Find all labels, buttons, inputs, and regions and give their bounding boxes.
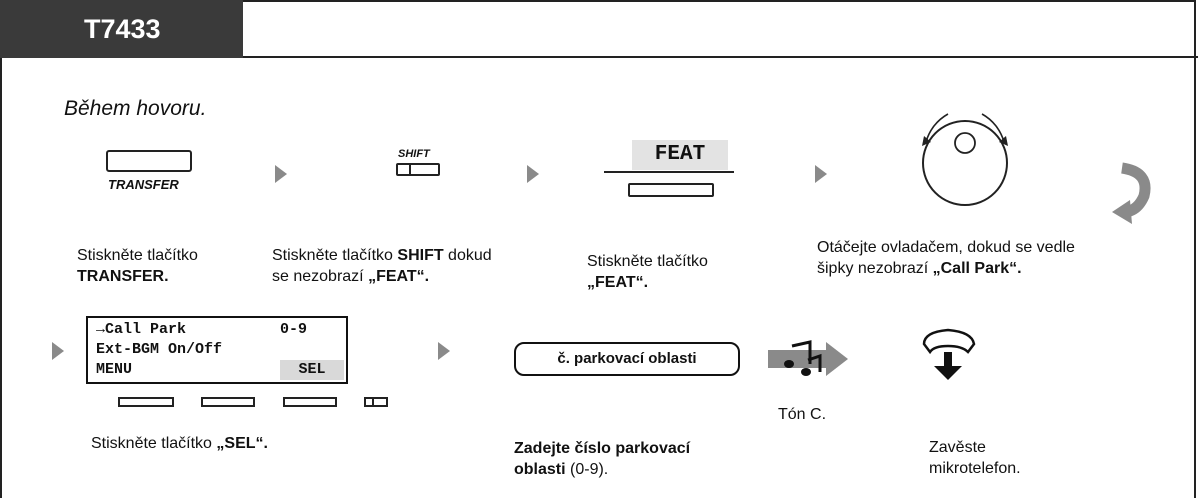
step3-caption: Stiskněte tlačítko „FEAT“. xyxy=(587,251,708,293)
step1-line1: Stiskněte tlačítko xyxy=(77,247,198,264)
model-name: T7433 xyxy=(84,13,161,44)
park-area-input[interactable]: č. parkovací oblasti xyxy=(514,342,740,376)
jog-dial-icon[interactable] xyxy=(908,100,1028,210)
step2-suffix: dokud xyxy=(443,247,492,264)
step7-line1: Zavěste xyxy=(929,439,986,456)
transfer-button[interactable] xyxy=(106,150,192,172)
lcd-call-park: →Call Park xyxy=(96,321,187,338)
flow-arrow-3 xyxy=(815,165,827,183)
lcd-row-1: →Call Park 0-9 xyxy=(96,320,338,340)
transfer-key-label: TRANSFER xyxy=(108,177,179,192)
curved-return-arrow-icon xyxy=(1112,162,1151,224)
lcd-ext-bgm: Ext-BGM On/Off xyxy=(96,341,223,358)
flow-arrow-2 xyxy=(527,165,539,183)
header-divider xyxy=(0,56,1198,58)
step6-bold-line2: oblasti xyxy=(514,461,566,478)
soft-key-4[interactable] xyxy=(364,397,388,407)
step3-line2: „FEAT“. xyxy=(587,274,649,291)
step3-line1: Stiskněte tlačítko xyxy=(587,253,708,270)
step4-caption: Otáčejte ovladačem, dokud se vedle šipky… xyxy=(817,237,1075,279)
lcd-row-3: MENU SEL xyxy=(96,360,344,380)
hang-up-handset-icon xyxy=(922,328,976,380)
step7-line2: mikrotelefon. xyxy=(929,460,1021,477)
shift-button[interactable] xyxy=(396,163,440,176)
step2-bold2: „FEAT“. xyxy=(368,268,430,285)
tone-music-note-icon xyxy=(768,340,848,376)
step4-line2-prefix: šipky nezobrazí xyxy=(817,260,933,277)
lcd-row-2: Ext-BGM On/Off xyxy=(96,340,338,360)
step4-line1: Otáčejte ovladačem, dokud se vedle xyxy=(817,239,1075,256)
shift-key-label: SHIFT xyxy=(398,148,430,160)
step2-caption: Stiskněte tlačítko SHIFT dokud se nezobr… xyxy=(272,245,492,287)
step1-line2: TRANSFER. xyxy=(77,268,169,285)
tone-label: Tón C. xyxy=(778,406,827,423)
step7-caption: Zavěste mikrotelefon. xyxy=(929,437,1021,479)
model-tab: T7433 xyxy=(0,0,243,58)
flow-arrow-1 xyxy=(275,165,287,183)
lcd-sel: SEL xyxy=(280,360,344,380)
step4-bold: „Call Park“. xyxy=(932,260,1022,277)
step1-caption: Stiskněte tlačítko TRANSFER. xyxy=(77,245,198,287)
soft-key-sel[interactable] xyxy=(283,397,337,407)
feat-divider xyxy=(604,171,734,173)
step5-caption: Stiskněte tlačítko „SEL“. xyxy=(91,433,268,454)
step5-bold: „SEL“. xyxy=(216,435,268,452)
step6-bold-line1: Zadejte číslo parkovací xyxy=(514,440,691,457)
step2-prefix: Stiskněte tlačítko xyxy=(272,247,398,264)
step2-line2-prefix: se nezobrazí xyxy=(272,268,369,285)
step6-suffix: (0-9). xyxy=(565,461,609,478)
lcd-display: →Call Park 0-9 Ext-BGM On/Off MENU SEL xyxy=(86,316,348,384)
soft-key-2[interactable] xyxy=(201,397,255,407)
lcd-range: 0-9 xyxy=(280,321,308,338)
step5-prefix: Stiskněte tlačítko xyxy=(91,435,217,452)
situation-text: Během hovoru. xyxy=(64,97,207,120)
step6-caption: Zadejte číslo parkovací oblasti (0-9). xyxy=(514,438,690,480)
step2-bold1: SHIFT xyxy=(397,247,444,264)
soft-key-1[interactable] xyxy=(118,397,174,407)
flow-arrow-4 xyxy=(52,342,64,360)
flow-arrow-5 xyxy=(438,342,450,360)
feat-soft-button[interactable] xyxy=(628,183,714,197)
lcd-menu: MENU xyxy=(96,361,133,378)
feat-display-label: FEAT xyxy=(632,140,728,170)
